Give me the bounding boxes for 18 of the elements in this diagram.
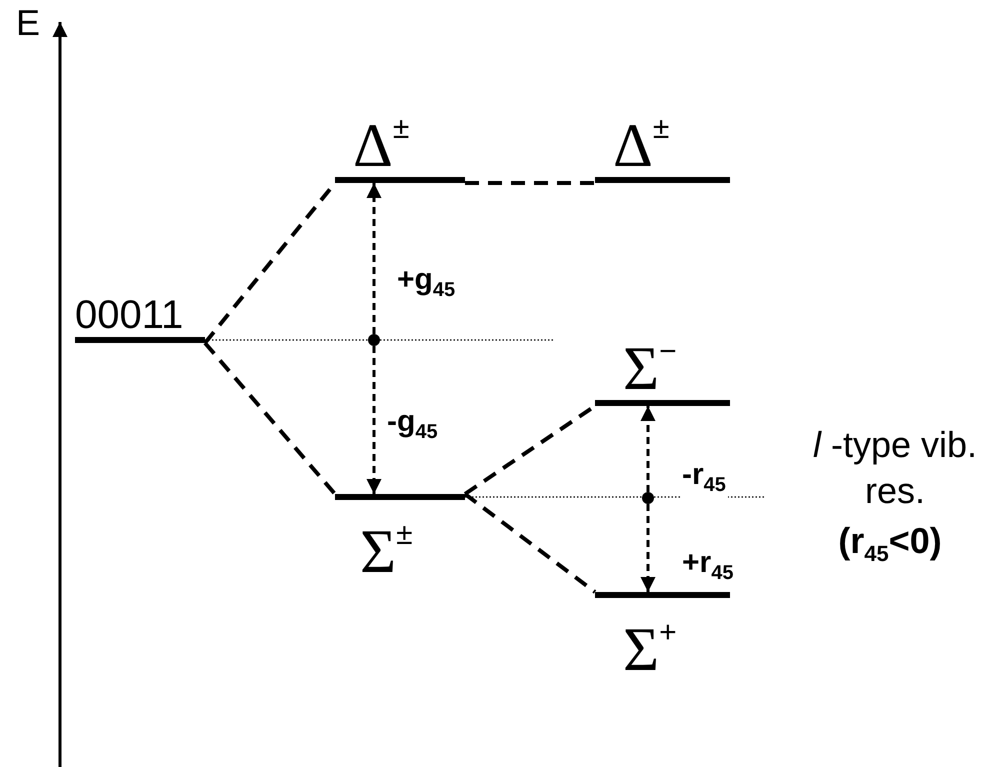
level-label: 00011 <box>75 293 184 337</box>
state-symbol: Δ$^{±}$ <box>352 111 410 177</box>
arrow <box>640 504 656 592</box>
note-text: l -type vib. res. <box>812 423 978 513</box>
correlation-line <box>464 492 596 594</box>
center-dot <box>642 492 654 504</box>
arrow <box>366 346 382 494</box>
state-symbol: Σ$^{±}$ <box>359 517 414 583</box>
note-text: (r$_{45}$<0) <box>837 519 943 568</box>
arrow <box>366 183 382 334</box>
correlation-line <box>465 181 595 185</box>
correlation-line <box>203 342 337 496</box>
arrow <box>640 406 656 492</box>
state-symbol: Δ$^{±}$ <box>612 111 670 177</box>
state-symbol: Σ$^{−}$ <box>622 334 678 400</box>
state-symbol: Σ$^{+}$ <box>622 615 678 681</box>
axis-label: E <box>14 1 41 45</box>
center-dot <box>368 334 380 346</box>
